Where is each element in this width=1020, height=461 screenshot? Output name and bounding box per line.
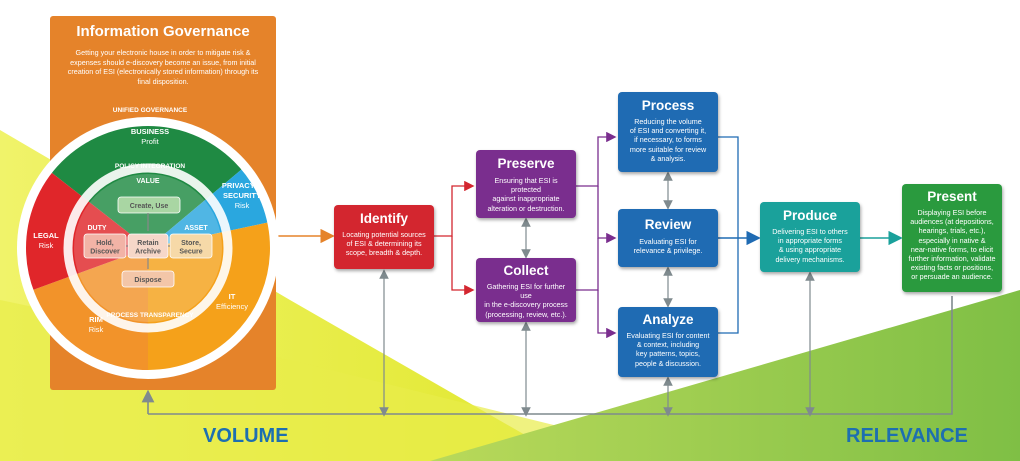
connector-process-produce (718, 136, 739, 238)
identify-title: Identify (359, 211, 408, 226)
hold-discover-step-text-0: Hold, (96, 240, 114, 247)
connector-collect-analyze (597, 290, 617, 339)
present-desc-5: near-native forms, to elicit (910, 244, 994, 254)
information-governance-title: Information Governance (76, 23, 250, 40)
relevance-label: RELEVANCE (846, 425, 968, 447)
asset-label: ASSET (184, 225, 208, 232)
present-desc-1: Displaying ESI before (917, 208, 987, 217)
process-desc-2: of ESI and converting it, (629, 126, 707, 136)
store-secure-step-text-1: Secure (179, 248, 202, 255)
unified-governance-label: UNIFIED GOVERNANCE (113, 107, 188, 114)
process-title: Process (641, 98, 695, 113)
preserve-box[interactable]: Preserve Ensuring that ESI is protected … (476, 150, 576, 218)
analyze-desc-2: & context, including (636, 340, 700, 350)
analyze-desc-4: people & discussion. (635, 358, 701, 368)
analyze-desc-3: key patterns, topics, (636, 349, 700, 359)
produce-desc-3: & using appropriate (778, 245, 842, 255)
business-sub: Profit (141, 137, 159, 146)
collect-desc-2: in the e-discovery process (484, 300, 568, 310)
preserve-desc-1: Ensuring that ESI is protected (494, 176, 558, 195)
present-box[interactable]: Present Displaying ESI before audiences … (902, 184, 1002, 292)
inner-white-ring (63, 163, 233, 333)
present-desc-7: existing facts or positions, (910, 263, 994, 273)
preserve-desc-3: alteration or destruction. (487, 203, 565, 213)
produce-title: Produce (782, 208, 837, 223)
collect-box[interactable]: Collect Gathering ESI for further use in… (476, 258, 576, 322)
legal-label: LEGAL (33, 231, 59, 240)
connector-preserve-process (576, 131, 617, 187)
analyze-box[interactable]: Analyze Evaluating ESI for content & con… (618, 307, 718, 377)
rim-label: RIM (89, 315, 103, 324)
connectors (141, 131, 953, 417)
review-title: Review (644, 217, 692, 232)
identify-desc-3: scope, breadth & depth. (345, 248, 423, 258)
process-transparency-label: PROCESS TRANSPARENCY (106, 312, 194, 319)
present-desc-8: or persuade an audience. (911, 272, 993, 282)
collect-desc-1: Gathering ESI for further use (486, 282, 566, 301)
it-label: IT (229, 292, 236, 301)
dispose-step (121, 270, 175, 288)
it-sub: Efficiency (216, 302, 248, 311)
privacy-label-2: SECURITY (223, 191, 261, 200)
duty-label: DUTY (87, 225, 106, 232)
present-desc-6: further information, validate (908, 254, 996, 264)
process-box[interactable]: Process Reducing the volume of ESI and c… (618, 92, 718, 172)
create-use-step-text-0: Create, Use (130, 203, 169, 210)
collect-desc-3: (processing, review, etc.). (485, 309, 567, 319)
identify-desc-1: Locating potential sources (342, 230, 426, 239)
segment-business (51, 124, 243, 248)
rim-sub: Risk (89, 325, 104, 334)
produce-desc-2: in appropriate forms (778, 236, 842, 246)
relevance-band (430, 290, 1020, 461)
information-governance-description: Getting your electronic house in order t… (67, 48, 259, 86)
review-box[interactable]: Review Evaluating ESI for relevance & pr… (618, 209, 718, 267)
connector-identify-collect (451, 236, 475, 296)
retain-archive-step-text-0: Retain (137, 240, 158, 247)
privacy-label: PRIVACY & (222, 181, 263, 190)
present-title: Present (927, 189, 977, 204)
preserve-desc-2: against inappropriate (492, 194, 560, 204)
outer-white-rim (24, 124, 272, 372)
volume-label: VOLUME (203, 425, 289, 447)
dispose-step-text-0: Dispose (134, 277, 161, 284)
store-secure-step-text-0: Store, (181, 240, 201, 247)
collect-title: Collect (503, 263, 549, 278)
create-use-step (117, 196, 181, 214)
review-desc-2: relevance & privilege. (633, 246, 703, 256)
produce-box[interactable]: Produce Delivering ESI to others in appr… (760, 202, 860, 272)
identify-box[interactable]: Identify Locating potential sources of E… (334, 205, 434, 269)
produce-desc-1: Delivering ESI to others (772, 227, 848, 236)
analyze-title: Analyze (642, 312, 694, 327)
produce-desc-4: delivery mechanisms. (775, 254, 845, 264)
present-desc-3: hearings, trials, etc.), (918, 226, 986, 236)
present-desc-4: especially in native & (918, 235, 986, 245)
segment-legal (25, 172, 148, 291)
connector-analyze-produce (718, 238, 739, 334)
feedback-line (148, 296, 953, 415)
privacy-sub: Risk (235, 201, 250, 210)
process-desc-4: more suitable for review (629, 144, 707, 154)
segment-privacy (148, 168, 269, 248)
review-desc-1: Evaluating ESI for (639, 237, 697, 246)
policy-integration-label: POLICY INTEGRATION (115, 163, 185, 170)
business-label: BUSINESS (131, 127, 169, 136)
connector-identify-preserve (434, 180, 475, 237)
identify-desc-2: of ESI & determining its (346, 239, 422, 249)
retain-archive-step-text-1: Archive (135, 248, 161, 255)
process-desc-3: if necessary, to forms (634, 135, 702, 145)
value-label: VALUE (136, 178, 160, 185)
preserve-title: Preserve (497, 156, 555, 171)
process-desc-1: Reducing the volume (634, 117, 702, 126)
analyze-desc-1: Evaluating ESI for content (626, 331, 710, 340)
present-desc-2: audiences (at depositions, (910, 217, 994, 227)
hold-discover-step-text-1: Discover (90, 248, 120, 255)
legal-sub: Risk (39, 241, 54, 250)
process-desc-5: & analysis. (650, 153, 686, 163)
